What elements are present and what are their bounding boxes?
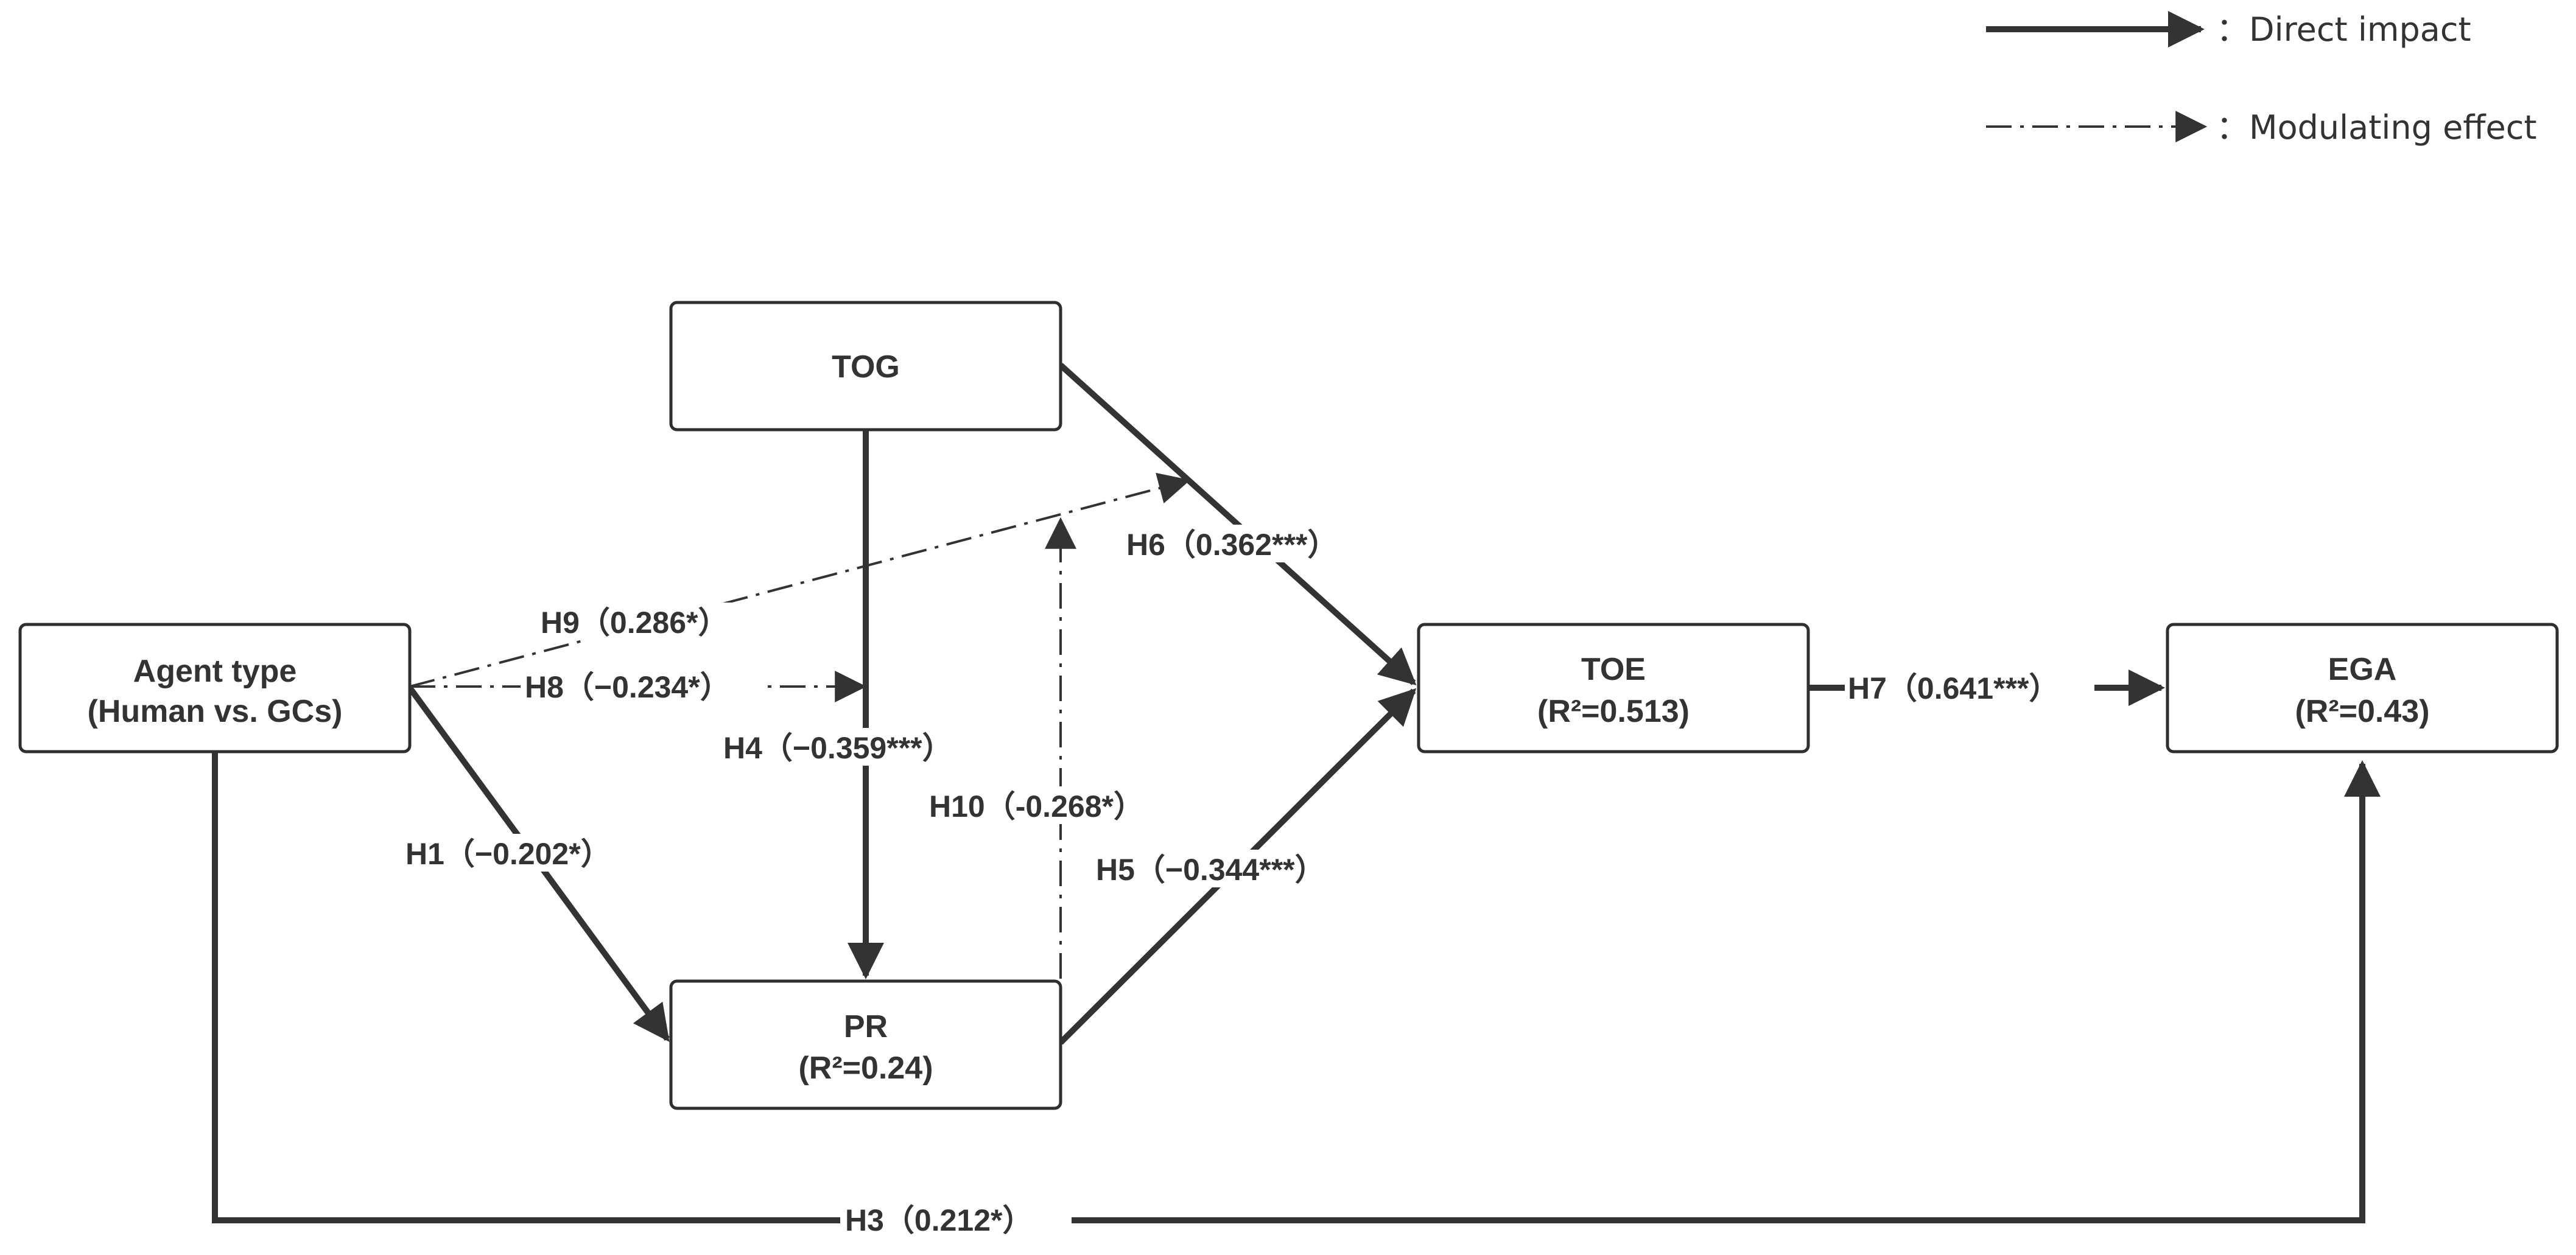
node-toe-line1: TOE: [1581, 652, 1646, 687]
path-h6-tog-to-toe: [1058, 363, 1417, 686]
path-h9-agent-to-h6: [409, 472, 1191, 688]
label-h1-group: H1（−0.202*）: [402, 834, 645, 872]
node-toe-line2: (R²=0.513): [1537, 694, 1690, 729]
node-tog: TOG: [669, 301, 1062, 432]
node-ega: EGA (R²=0.43): [2166, 623, 2559, 753]
path-h3-agent-to-ega: [212, 752, 2381, 1223]
label-h8-group: H8（−0.234*）: [521, 667, 764, 705]
node-agent-type-line2: (Human vs. GCs): [88, 694, 343, 729]
node-tog-label: TOG: [832, 349, 900, 385]
label-h3: H3（0.212*）: [845, 1203, 1033, 1237]
label-h3-group: H3（0.212*）: [840, 1202, 1072, 1240]
label-h7: H7（0.641***）: [1848, 671, 2059, 705]
node-agent-type: Agent type (Human vs. GCs): [18, 623, 412, 753]
label-h10-group: H10（-0.268*）: [925, 786, 1175, 824]
node-pr-line1: PR: [844, 1009, 888, 1044]
legend-modulating-label: ：Modulating effect: [2216, 108, 2537, 147]
label-h8: H8（−0.234*）: [525, 670, 731, 704]
label-h5: H5（−0.344***）: [1096, 853, 1325, 887]
node-pr: PR (R²=0.24): [669, 979, 1062, 1110]
node-pr-line2: (R²=0.24): [798, 1050, 933, 1086]
label-h6-group: H6（0.362***）: [1123, 525, 1373, 562]
label-h6: H6（0.362***）: [1126, 528, 1338, 562]
label-h7-group: H7（0.641***）: [1845, 669, 2094, 707]
node-toe: TOE (R²=0.513): [1417, 623, 1810, 753]
node-ega-line2: (R²=0.43): [2295, 694, 2429, 729]
label-h4: H4（−0.359***）: [723, 731, 953, 765]
legend-direct-label: ：Direct impact: [2216, 10, 2471, 49]
label-h9: H9（0.286*）: [541, 606, 729, 640]
node-ega-line1: EGA: [2328, 652, 2397, 687]
label-h5-group: H5（−0.344***）: [1093, 850, 1367, 887]
legend: ：Direct impact ：Modulating effect: [1986, 10, 2537, 147]
label-h4-group: H4（−0.359***）: [718, 728, 992, 766]
node-agent-type-line1: Agent type: [133, 654, 297, 689]
label-h1: H1（−0.202*）: [405, 837, 611, 871]
label-h10: H10（-0.268*）: [929, 789, 1144, 823]
label-h9-group: H9（0.286*）: [536, 603, 755, 640]
